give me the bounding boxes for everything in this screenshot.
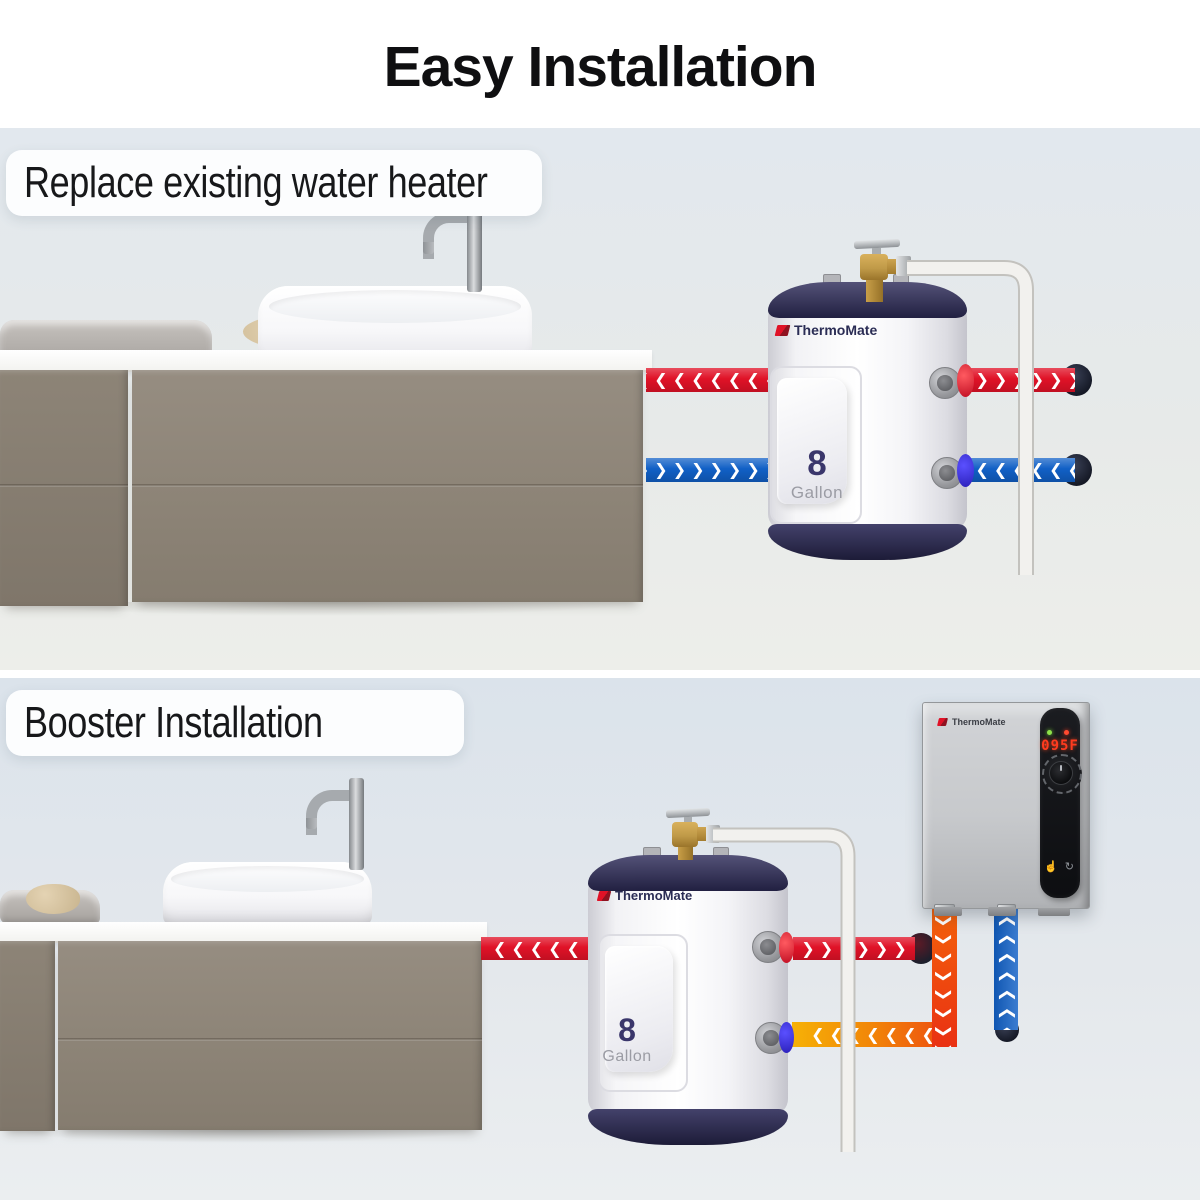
tank-capacity-number: 8 bbox=[807, 444, 827, 483]
hot-water-band-from-tank: ❯❯❯❯❯❯❯ bbox=[963, 368, 1075, 392]
heater-outlet-band-down: ❯❯❯❯❯❯❯❯❯ bbox=[932, 905, 957, 1047]
faucet-riser bbox=[349, 778, 364, 870]
cold-port-ring bbox=[779, 1022, 794, 1053]
temperature-display: 095F bbox=[1041, 738, 1079, 754]
countertop bbox=[0, 350, 652, 372]
page-title: Easy Installation bbox=[383, 35, 818, 99]
caption-booster: Booster Installation bbox=[6, 690, 464, 756]
flow-chevrons: ❮❮❮❮❮ bbox=[492, 938, 586, 958]
flow-chevrons: ❯❯❯❯❯❯❯❯ bbox=[646, 460, 768, 479]
hot-water-band-tank-to-heater: ❯❯❯❯❯❯ bbox=[793, 937, 915, 960]
scene-replace-existing: Replace existing water heater ❮❮❮❮❮❮❮❮ ❯… bbox=[0, 128, 1200, 670]
vanity-cabinet-main bbox=[58, 941, 482, 1130]
valve-outlet bbox=[887, 259, 898, 274]
valve-body bbox=[672, 822, 698, 847]
drawer-seam bbox=[132, 484, 643, 487]
valve-body bbox=[860, 254, 888, 280]
cold-port-ring bbox=[957, 454, 974, 487]
heater-brand-name: ThermoMate bbox=[952, 716, 1006, 727]
valve-stem bbox=[866, 278, 883, 302]
heater-connection bbox=[934, 907, 962, 916]
sink-rim bbox=[171, 866, 364, 892]
tank-brand: ThermoMate bbox=[596, 888, 693, 903]
flow-chevrons: ❯❯❯❯❯❯❯❯ bbox=[996, 905, 1015, 1030]
tank-top-band bbox=[588, 855, 788, 891]
vessel-sink bbox=[163, 862, 372, 926]
vanity-cabinet-left bbox=[0, 370, 128, 606]
cold-riser-band-up: ❯❯❯❯❯❯❯❯ bbox=[994, 905, 1018, 1030]
tank-capacity: 8 Gallon bbox=[590, 1014, 664, 1065]
faucet-tip bbox=[423, 242, 434, 254]
flow-chevrons: ❮❮❮❮❮❮❮ bbox=[811, 1024, 940, 1044]
heater-control-panel bbox=[1040, 708, 1080, 898]
heater-connection bbox=[1038, 908, 1070, 916]
tank-capacity: 8 Gallon bbox=[775, 446, 859, 501]
heater-brand: ThermoMate bbox=[937, 716, 1006, 727]
power-led bbox=[1047, 730, 1052, 735]
tank-brand: ThermoMate bbox=[774, 322, 878, 338]
sponge bbox=[26, 884, 80, 914]
valve-outlet bbox=[697, 827, 707, 841]
scene-booster-installation: Booster Installation ❮❮❮❮❮ ❯❯❯❯❯❯ ❮❮❮❮❮❮… bbox=[0, 678, 1200, 1200]
hot-port-ring bbox=[779, 932, 794, 963]
valve-post bbox=[684, 817, 692, 824]
hot-water-band-to-faucet: ❮❮❮❮❮ bbox=[481, 937, 592, 960]
heater-connection bbox=[988, 907, 1016, 916]
tank-bottom-band bbox=[768, 524, 967, 560]
faucet-riser bbox=[467, 198, 482, 292]
caption-replace: Replace existing water heater bbox=[6, 150, 542, 216]
drawer-seam bbox=[0, 484, 128, 487]
tank-brand-name: ThermoMate bbox=[615, 888, 693, 903]
tank-capacity-number: 8 bbox=[618, 1012, 636, 1048]
sink-rim bbox=[268, 290, 522, 323]
tank-access-cover bbox=[777, 378, 847, 504]
heating-led bbox=[1064, 730, 1069, 735]
thermomate-logo-icon bbox=[596, 890, 612, 901]
hot-water-band-to-faucet: ❮❮❮❮❮❮❮❮ bbox=[646, 368, 768, 392]
flow-chevrons: ❯❯❯❯❯❯❯ bbox=[963, 370, 1075, 389]
valve-stem bbox=[678, 846, 693, 860]
flow-chevrons: ❯❯❯❯❯❯❯❯❯ bbox=[935, 905, 955, 1047]
cold-water-band-return: ❮❮❮❮❮❮❮ bbox=[963, 458, 1075, 482]
heated-water-band-to-tank: ❮❮❮❮❮❮❮ bbox=[792, 1022, 954, 1047]
valve-nut bbox=[706, 825, 720, 843]
cold-water-band-supply: ❯❯❯❯❯❯❯❯ bbox=[646, 458, 768, 482]
cabinet-shadow bbox=[10, 602, 640, 616]
tank-bottom-band bbox=[588, 1109, 788, 1145]
faucet-spout bbox=[423, 212, 480, 259]
tank-access-cover bbox=[605, 946, 673, 1072]
vanity-cabinet-left bbox=[0, 941, 55, 1131]
flow-chevrons: ❮❮❮❮❮❮❮ bbox=[963, 460, 1075, 479]
thermomate-logo-icon bbox=[937, 717, 948, 726]
touch-control-icon: ☝ ↻ bbox=[1044, 861, 1076, 873]
faucet-spout bbox=[306, 790, 363, 835]
flow-chevrons: ❯❯❯❯❯❯ bbox=[801, 938, 912, 958]
faucet-tip bbox=[306, 818, 317, 829]
countertop bbox=[0, 922, 487, 943]
caption-booster-text: Booster Installation bbox=[24, 698, 323, 747]
valve-nut bbox=[896, 256, 911, 276]
drawer-seam bbox=[58, 1038, 482, 1041]
tank-capacity-unit: Gallon bbox=[790, 483, 844, 502]
cabinet-shadow bbox=[6, 1130, 476, 1143]
thermomate-logo-icon bbox=[774, 324, 791, 336]
tank-brand-name: ThermoMate bbox=[794, 322, 878, 338]
valve-post bbox=[872, 248, 881, 256]
flow-chevrons: ❮❮❮❮❮❮❮❮ bbox=[646, 370, 768, 389]
tank-capacity-unit: Gallon bbox=[602, 1048, 652, 1065]
temperature-knob-center bbox=[1049, 761, 1073, 785]
caption-replace-text: Replace existing water heater bbox=[24, 158, 488, 207]
hot-port-ring bbox=[957, 364, 974, 397]
vanity-cabinet-main bbox=[132, 370, 643, 602]
